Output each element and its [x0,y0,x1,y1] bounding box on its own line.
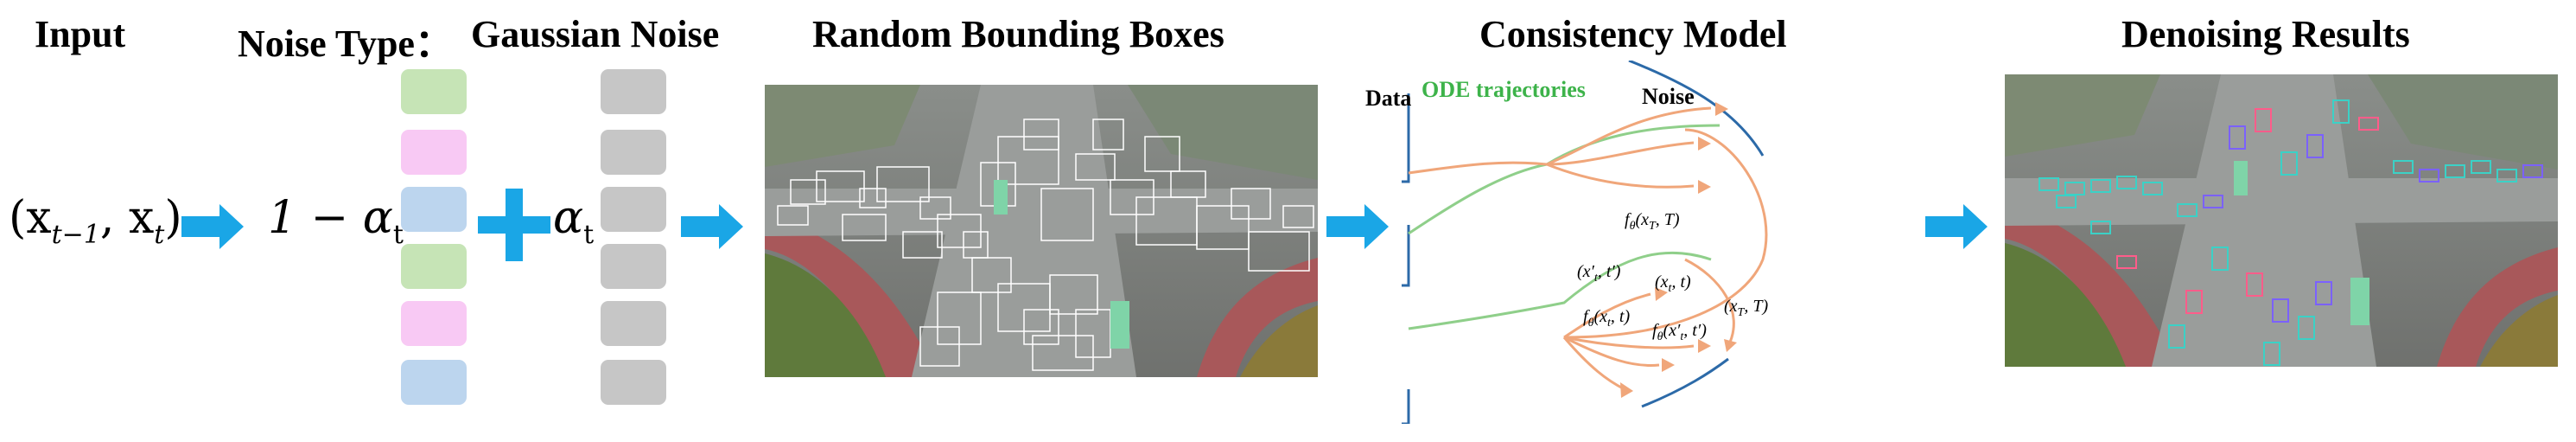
denoising-results-title: Denoising Results [2121,13,2410,55]
consistency-model-title: Consistency Model [1479,13,1787,55]
f-theta-xT-label: fθ(xT, T) [1625,210,1680,233]
arrow-icon [1925,204,1988,249]
aerial-intersection-image [765,85,1318,377]
gaussian-block [601,69,666,114]
plus-icon [478,189,550,261]
data-label: Data [1365,86,1411,111]
noise-block-pink [401,301,467,346]
arrow-icon [681,204,743,249]
alpha-t: αt [553,192,594,250]
noise-type-title: Noise Type： [238,22,453,65]
arrow-icon [1326,204,1389,249]
alpha-sub: t [392,220,404,250]
random-boxes-title: Random Bounding Boxes [812,13,1224,55]
input-comma: , x [99,192,155,244]
noise-block-green [401,69,467,114]
alpha-text: α [553,192,584,244]
input-paren-close: ) [164,192,182,244]
gaussian-block [601,244,666,289]
one-minus-alpha: 1 − αt [268,192,404,250]
gaussian-block [601,130,666,175]
ode-trajectories-label: ODE trajectories [1422,77,1586,102]
gaussian-noise-title: Gaussian Noise [471,13,720,55]
gaussian-block [601,301,666,346]
gaussian-block [601,360,666,405]
noise-label: Noise [1642,84,1695,109]
input-paren-open: (x [9,192,52,244]
input-sub-t: t [154,220,165,250]
noise-block-blue [401,187,467,232]
denoising-results-image [2005,74,2558,367]
arrow-icon [181,204,244,249]
input-expression: (xt−1, xt) [9,192,182,250]
input-sub-prev: t−1 [51,220,100,250]
gaussian-block [601,187,666,232]
f-theta-xt-label: fθ(xt, t) [1583,307,1630,330]
noise-block-green [401,244,467,289]
xt-label: (xt, t) [1655,272,1691,295]
consistency-model-diagram: Data ODE trajectories Noise fθ(xT, T) (x… [1365,61,1768,424]
noise-block-pink [401,130,467,175]
aerial-intersection-detections-image [2005,74,2558,367]
f-theta-xt-prime-label: fθ(x′t, t′) [1652,321,1707,343]
one-minus-alpha-text: 1 − α [268,192,393,244]
alpha-sub-2: t [583,220,595,250]
noise-block-blue [401,360,467,405]
xt-prime-label: (x′t, t′) [1577,262,1621,285]
random-boxes-image [765,85,1318,377]
input-title: Input [35,13,126,55]
xT-label: (xT, T) [1724,297,1768,319]
